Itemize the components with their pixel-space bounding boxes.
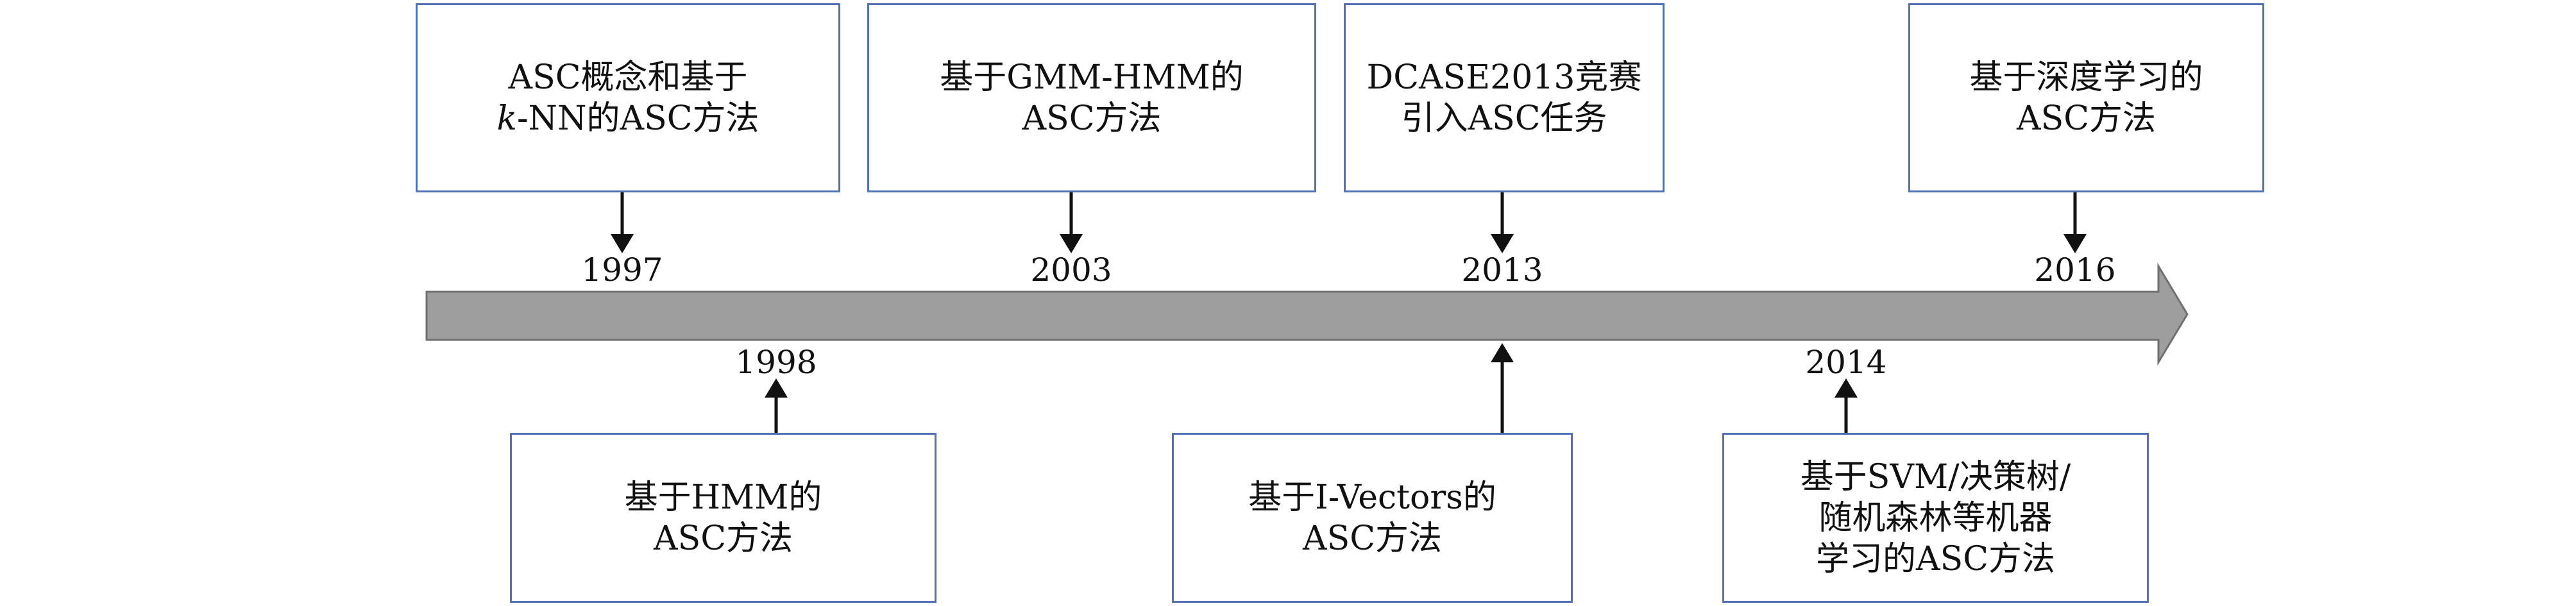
event-2016-line-2: ASC方法 bbox=[2017, 99, 2156, 138]
event-box-2003: 基于GMM-HMM的 ASC方法 bbox=[867, 3, 1316, 192]
connector-2016 bbox=[2063, 190, 2087, 253]
connector-2003 bbox=[1060, 190, 1083, 253]
event-2016-line-1: 基于深度学习的 bbox=[1969, 58, 2203, 97]
event-2013-line-2: 引入ASC任务 bbox=[1401, 99, 1607, 138]
event-ivectors-line-2: ASC方法 bbox=[1303, 519, 1442, 558]
event-box-ivectors: 基于I-Vectors的 ASC方法 bbox=[1172, 433, 1573, 603]
event-2003-line-1: 基于GMM-HMM的 bbox=[940, 58, 1244, 97]
event-box-2014: 基于SVM/决策树/ 随机森林等机器 学习的ASC方法 bbox=[1722, 433, 2149, 603]
connector-1998 bbox=[765, 378, 788, 433]
year-label-2013: 2013 bbox=[1461, 251, 1543, 289]
year-label-1997: 1997 bbox=[581, 251, 663, 289]
connector-2013-top bbox=[1491, 190, 1514, 253]
event-box-1997: ASC概念和基于 k-NN的ASC方法 bbox=[416, 3, 840, 192]
connector-2014 bbox=[1835, 378, 1858, 433]
event-box-2016: 基于深度学习的 ASC方法 bbox=[1908, 3, 2264, 192]
event-2014-line-2: 随机森林等机器 bbox=[1818, 498, 2053, 537]
timeline-arrow bbox=[425, 262, 2189, 366]
event-2014-line-1: 基于SVM/决策树/ bbox=[1800, 457, 2071, 496]
event-box-1998: 基于HMM的 ASC方法 bbox=[510, 433, 936, 603]
event-box-2013-top: DCASE2013竞赛 引入ASC任务 bbox=[1344, 3, 1665, 192]
event-1998-line-2: ASC方法 bbox=[654, 519, 793, 558]
event-2003-line-2: ASC方法 bbox=[1022, 99, 1162, 138]
event-2014-line-3: 学习的ASC方法 bbox=[1816, 539, 2055, 578]
year-label-2014: 2014 bbox=[1805, 344, 1887, 381]
year-label-1998: 1998 bbox=[735, 344, 817, 381]
year-label-2003: 2003 bbox=[1030, 251, 1112, 289]
connector-2013-bottom bbox=[1491, 343, 1514, 433]
event-1997-line-2: k-NN的ASC方法 bbox=[496, 99, 759, 138]
italic-k: k bbox=[496, 99, 517, 138]
connector-1997 bbox=[611, 190, 634, 253]
year-label-2016: 2016 bbox=[2034, 251, 2116, 289]
event-1997-line-1: ASC概念和基于 bbox=[508, 58, 748, 97]
event-ivectors-line-1: 基于I-Vectors的 bbox=[1248, 478, 1496, 517]
event-2013-line-1: DCASE2013竞赛 bbox=[1366, 58, 1642, 97]
event-1998-line-1: 基于HMM的 bbox=[624, 478, 822, 517]
